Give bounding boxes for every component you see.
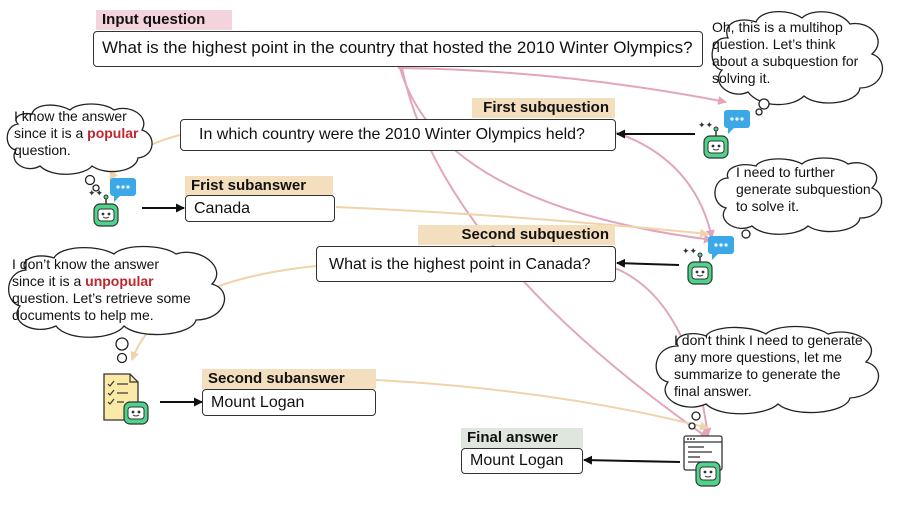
thought-multihop-line-4: solving it.: [712, 70, 771, 86]
thought-summarize-line-3: summarize to generate the: [674, 366, 841, 382]
arrow-robot-2-to-subq2: [616, 258, 680, 268]
thought-multihop-line-2: question. Let’s think: [712, 36, 836, 52]
thought-multihop-line-1: Oh, this is a multihop: [712, 19, 843, 35]
thought-cloud-multihop: Oh, this is a multihop question. Let’s t…: [708, 8, 888, 118]
thought-unpopular-line-2-text: since it is a: [12, 273, 86, 289]
thought-cloud-popular: I know the answer since it is a popular …: [4, 102, 154, 194]
thought-popular-line-2: since it is a popular: [14, 125, 138, 142]
final-answer-label: Final answer: [461, 428, 583, 448]
svg-text:✦✦: ✦✦: [698, 121, 714, 131]
robot-chat-icon-2: ✦✦: [86, 178, 146, 230]
thought-cloud-further: I need to further generate subquestion t…: [710, 156, 890, 246]
second-subquestion-box: What is the highest point in Canada?: [316, 246, 616, 282]
thought-summarize-line-2: any more questions, let me: [674, 349, 843, 365]
arrow-input-to-robot-1: [397, 67, 727, 105]
input-question-box: What is the highest point in the country…: [93, 31, 703, 67]
robot-chat-icon-1: ✦✦: [696, 110, 756, 162]
robot-code-window-icon: [682, 434, 732, 490]
thought-popular-line-2-text: since it is a: [14, 125, 88, 141]
thought-popular-line-3: question.: [14, 142, 71, 158]
thought-multihop-line-3: about a subquestion for: [712, 53, 859, 69]
popular-highlight: popular: [87, 125, 139, 141]
first-subanswer-label: Frist subanswer: [185, 176, 333, 196]
thought-unpopular-line-4: documents to help me.: [12, 307, 154, 323]
svg-text:✦✦: ✦✦: [88, 189, 104, 199]
second-subanswer-label: Second subanswer: [202, 369, 376, 389]
second-subquestion-label: Second subquestion: [418, 225, 615, 245]
first-subanswer-box: Canada: [185, 195, 335, 222]
first-subquestion-box: In which country were the 2010 Winter Ol…: [180, 119, 616, 151]
first-subquestion-label: First subquestion: [472, 98, 615, 118]
thought-unpopular-line-1: I don’t know the answer: [12, 256, 160, 272]
thought-further-line-1: I need to further: [736, 164, 835, 180]
svg-text:✦✦: ✦✦: [682, 247, 698, 257]
robot-chat-icon-3: ✦✦: [680, 236, 740, 288]
thought-summarize-line-4: final answer.: [674, 383, 752, 399]
arrow-input-to-robot-2: [399, 67, 713, 244]
robot-document-icon: [100, 372, 158, 426]
input-question-label: Input question: [96, 10, 232, 30]
arrow-robot-code-to-final: [583, 455, 681, 465]
unpopular-highlight: unpopular: [85, 273, 154, 289]
thought-cloud-unpopular: I don’t know the answer since it is a un…: [4, 245, 236, 374]
thought-cloud-summarize: I don't think I need to generate any mor…: [650, 325, 890, 432]
final-answer-box: Mount Logan: [461, 448, 583, 474]
thought-unpopular-line-3: question. Let’s retrieve some: [12, 290, 191, 306]
second-subanswer-box: Mount Logan: [202, 389, 376, 416]
thought-further-line-2: generate subquestion: [736, 181, 871, 197]
thought-summarize-line-1: I don't think I need to generate: [674, 332, 863, 348]
thought-unpopular-line-2: since it is a unpopular: [12, 273, 191, 290]
thought-popular-line-1: I know the answer: [14, 108, 127, 124]
thought-further-line-3: to solve it.: [736, 198, 800, 214]
